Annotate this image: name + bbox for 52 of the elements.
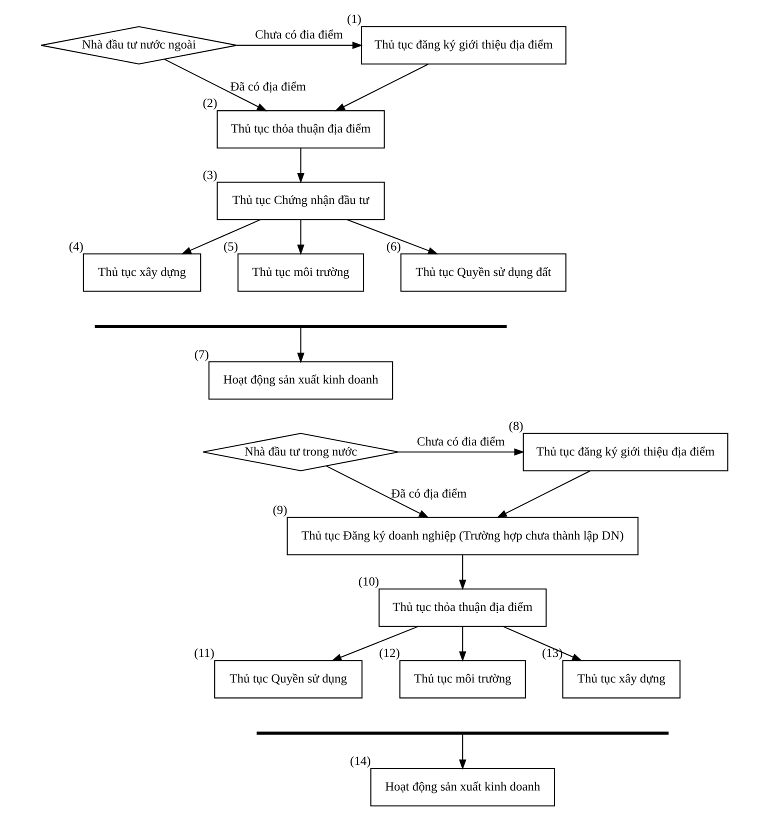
node-bar — [94, 324, 506, 328]
node-label: (2) — [202, 96, 217, 110]
arrow — [236, 41, 362, 48]
arrow — [502, 625, 582, 661]
node-label: (12) — [378, 646, 400, 660]
node-box: Thủ tục Đăng ký doanh nghiệp (Trường hợp chưa thành lập DN) — [286, 516, 638, 555]
arrow — [296, 148, 304, 183]
arrow — [296, 219, 304, 254]
arrow — [458, 734, 466, 770]
node-label: (10) — [358, 574, 379, 588]
node-label: (7) — [194, 346, 208, 361]
node-box: Thủ tục Quyền sử dụng — [214, 660, 362, 698]
arrow — [330, 625, 418, 661]
node-box: Thủ tục Quyền sử dụng đất — [400, 252, 566, 292]
arrow — [180, 218, 260, 254]
node-label: (13) — [542, 646, 562, 660]
arrow — [334, 63, 428, 111]
node-box: Thủ tục môi trường — [236, 252, 364, 292]
node-box: Thủ tục thỏa thuận địa điểm — [216, 110, 384, 148]
node-label: (6) — [386, 238, 400, 253]
node-box: Thủ tục xây dựng — [562, 660, 680, 698]
node-label: (4) — [68, 238, 83, 253]
arrow — [326, 465, 429, 518]
node-diamond: Nhà đầu tư nước ngoài — [40, 26, 237, 64]
arrow — [296, 327, 304, 363]
node-label: (8) — [508, 418, 523, 432]
node-box: Thủ tục Chứng nhận đầu tư — [216, 181, 384, 220]
node-diamond: Nhà đầu tư trong nước — [202, 432, 399, 471]
node-label: (5) — [222, 238, 238, 253]
edge-label: Đã có địa điểm — [230, 79, 306, 94]
node-box: Thủ tục xây dựng — [82, 252, 201, 292]
edge-label: Đã có địa điểm — [390, 486, 466, 500]
node-box: Thủ tục đăng ký giới thiệu địa điểm — [522, 432, 728, 471]
node-box: Thủ tục đăng ký giới thiệu địa điểm — [360, 26, 566, 64]
node-label: (9) — [272, 502, 287, 516]
arrow — [164, 58, 267, 111]
node-box: Thủ tục môi trường — [398, 660, 526, 698]
arrow — [496, 470, 590, 518]
node-label: (14) — [350, 753, 370, 768]
node-box: Hoạt động sản xuất kinh doanh — [208, 360, 393, 400]
node-box: Thủ tục thỏa thuận địa điểm — [378, 588, 546, 626]
edge-label: Chưa có đia điểm — [416, 434, 504, 448]
node-label: (1) — [346, 12, 361, 26]
arrow — [458, 626, 466, 662]
arrow — [398, 448, 524, 456]
arrow — [458, 554, 466, 590]
node-bar — [256, 731, 668, 734]
node-label: (3) — [202, 167, 217, 182]
node-label: (11) — [194, 646, 214, 660]
edge-label: Chưa có đia điểm — [254, 27, 342, 42]
node-box: Hoạt động sản xuất kinh doanh — [370, 767, 554, 806]
arrow — [346, 218, 438, 254]
